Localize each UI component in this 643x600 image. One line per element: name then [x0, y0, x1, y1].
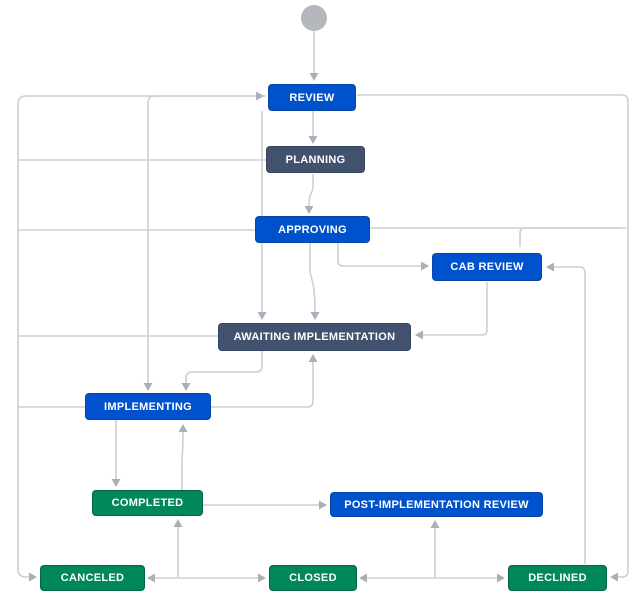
- edge-right-rail-to-declined: [617, 228, 629, 578]
- node-label-review: REVIEW: [289, 91, 335, 104]
- node-post-implementation-review[interactable]: POST-IMPLEMENTATION REVIEW: [330, 492, 543, 517]
- arrowhead-canceled-closed-link: [258, 573, 266, 583]
- arrowhead-closed-declined-link: [497, 573, 505, 583]
- node-label-approving: APPROVING: [278, 223, 347, 236]
- arrowhead-awaiting-implementation-to-implementing: [181, 383, 191, 391]
- node-label-declined: DECLINED: [528, 572, 587, 584]
- node-declined[interactable]: DECLINED: [508, 565, 607, 591]
- node-approving[interactable]: APPROVING: [255, 216, 370, 243]
- arrowhead-completed-to-implementing: [178, 424, 188, 432]
- start-node[interactable]: [301, 5, 327, 31]
- arrowhead-left-rail-to-canceled: [29, 572, 37, 582]
- arrowhead-approving-to-cab-review: [421, 261, 429, 271]
- node-review[interactable]: REVIEW: [268, 84, 356, 111]
- arrowhead-left-rail-to-review: [256, 91, 264, 101]
- arrowhead-implementing-to-awaiting-implementation: [308, 354, 318, 362]
- arrowhead-review-to-planning: [308, 136, 318, 144]
- node-completed[interactable]: COMPLETED: [92, 490, 203, 516]
- node-awaiting-implementation[interactable]: AWAITING IMPLEMENTATION: [218, 323, 411, 351]
- edge-planning-to-approving: [308, 174, 314, 207]
- arrowhead-canceled-closed-link: [147, 573, 155, 583]
- edge-implementing-to-awaiting-implementation: [211, 362, 314, 408]
- edge-approving-to-cab-review: [337, 243, 423, 267]
- node-implementing[interactable]: IMPLEMENTING: [85, 393, 211, 420]
- node-label-canceled: CANCELED: [60, 572, 125, 584]
- edge-declined-to-cab-review: [553, 266, 586, 564]
- edge-approving-to-awaiting-implementation: [309, 243, 316, 314]
- arrowhead-planning-to-approving: [304, 206, 314, 214]
- arrowhead-approving-to-awaiting-implementation: [310, 312, 320, 320]
- node-label-cab-review: CAB REVIEW: [450, 261, 524, 273]
- node-label-implementing: IMPLEMENTING: [104, 400, 192, 413]
- arrowhead-closed-declined-link: [359, 573, 367, 583]
- node-label-awaiting-implementation: AWAITING IMPLEMENTATION: [233, 331, 396, 343]
- arrowhead-completed-to-post-implementation-review: [319, 500, 327, 510]
- arrowhead-start-to-review: [309, 73, 319, 81]
- edge-left-rail-to-review: [17, 95, 257, 105]
- edge-review-to-declined-rail: [357, 94, 629, 230]
- node-planning[interactable]: PLANNING: [266, 146, 365, 173]
- node-label-completed: COMPLETED: [111, 497, 184, 509]
- edge-completed-to-implementing: [181, 431, 184, 490]
- node-canceled[interactable]: CANCELED: [40, 565, 145, 591]
- arrowhead-cab-review-to-awaiting-implementation: [415, 330, 423, 340]
- edge-cab-review-to-awaiting-implementation: [422, 282, 488, 336]
- node-closed[interactable]: CLOSED: [269, 565, 357, 591]
- arrowhead-closed-row-to-post-implementation-review: [430, 520, 440, 528]
- arrowhead-review-to-implementing: [143, 383, 153, 391]
- node-label-closed: CLOSED: [289, 572, 337, 584]
- edge-left-rail-to-canceled: [17, 104, 30, 578]
- arrowhead-closed-row-to-completed: [173, 519, 183, 527]
- node-label-planning: PLANNING: [285, 153, 346, 166]
- edge-cab-review-to-declined-rail: [519, 227, 620, 247]
- arrowhead-review-to-awaiting-implementation: [257, 312, 267, 320]
- node-label-post-implementation-review: POST-IMPLEMENTATION REVIEW: [344, 498, 529, 511]
- edge-awaiting-implementation-to-implementing: [185, 351, 263, 384]
- node-cab-review[interactable]: CAB REVIEW: [432, 253, 542, 281]
- arrowhead-implementing-to-completed: [111, 479, 121, 487]
- arrowhead-right-rail-to-declined: [610, 572, 618, 582]
- arrowhead-declined-to-cab-review: [546, 262, 554, 272]
